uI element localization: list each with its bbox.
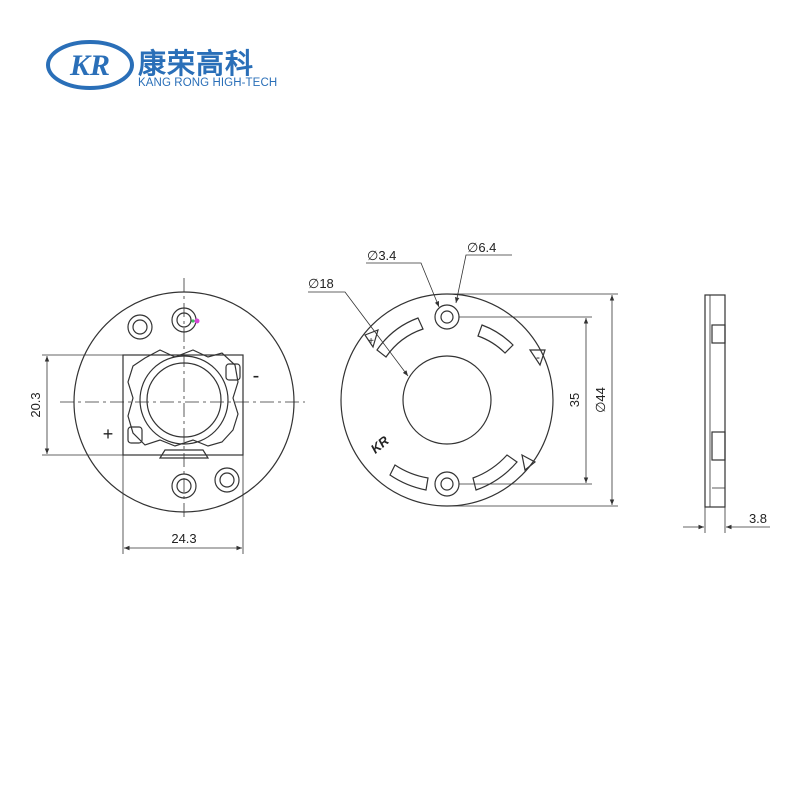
back-tab-plus: [364, 329, 379, 349]
back-dim-spacing-label: 35: [567, 393, 582, 407]
back-hole-top-inner: [440, 310, 454, 324]
front-led-square: [122, 354, 244, 456]
back-leader-hole-small: [366, 262, 440, 308]
back-slot-top-right: [477, 324, 514, 354]
back-outer-circle: [340, 293, 554, 507]
back-hole-top-outer: [434, 304, 460, 330]
back-hole-bottom-inner: [440, 477, 454, 491]
front-mount-hole-right-outer: [214, 467, 240, 493]
back-slot-bottom-left: [389, 464, 429, 491]
back-polarity-minus: -: [536, 350, 540, 364]
back-view: [308, 254, 618, 507]
back-leader-bore: [308, 291, 409, 377]
front-lens-ring: [139, 355, 229, 445]
front-mount-hole-left-outer: [127, 314, 153, 340]
side-tab-top: [711, 324, 726, 344]
front-mount-hole-bottom-inner: [176, 478, 192, 494]
back-center-bore: [402, 355, 492, 445]
front-bottom-clip: [158, 449, 210, 459]
front-lens: [146, 362, 222, 438]
company-name-english: KANG RONG HIGH-TECH: [138, 77, 278, 89]
front-gear-holder: [127, 349, 239, 447]
back-dim-bore-label: ∅18: [308, 276, 334, 291]
front-contact-minus: [225, 363, 241, 381]
front-contact-plus: [127, 426, 143, 444]
front-mount-hole-right-inner: [219, 472, 235, 488]
back-dim-hole-small-label: ∅3.4: [367, 248, 396, 263]
side-tab-middle: [711, 431, 726, 461]
company-logo: KR 康荣高科 KANG RONG HIGH-TECH: [46, 40, 306, 100]
side-body: [704, 294, 726, 508]
front-marker-dot-green: [191, 319, 195, 323]
front-view: [42, 278, 305, 554]
front-polarity-plus: +: [103, 424, 114, 444]
side-view: [683, 294, 770, 533]
back-tab-minus: [528, 349, 546, 367]
back-slot-bottom-right: [472, 454, 518, 491]
back-hole-bottom-outer: [434, 471, 460, 497]
front-mount-hole-left-inner: [132, 319, 148, 335]
back-brand-mark: KR: [368, 432, 392, 456]
back-polarity-plus: +: [368, 336, 374, 347]
front-dim-height-label: 20.3: [28, 392, 43, 417]
kr-logo-icon: KR: [46, 40, 134, 90]
company-name-chinese: 康荣高科: [138, 47, 255, 80]
front-dim-width-label: 24.3: [171, 531, 196, 546]
back-dim-hole-large-label: ∅6.4: [467, 240, 496, 255]
front-polarity-minus: -: [253, 365, 260, 387]
front-marker-dot-magenta: [194, 318, 200, 324]
back-slot-top-left: [376, 317, 424, 358]
back-tab-bottom-right: [521, 453, 537, 472]
back-leader-hole-large: [454, 254, 512, 304]
logo-mark-text: KR: [69, 49, 110, 82]
front-mount-hole-bottom-outer: [171, 473, 197, 499]
front-mount-hole-top-inner: [176, 312, 192, 328]
side-dim-thickness-label: 3.8: [749, 511, 767, 526]
back-dim-outer-label: ∅44: [593, 387, 608, 413]
